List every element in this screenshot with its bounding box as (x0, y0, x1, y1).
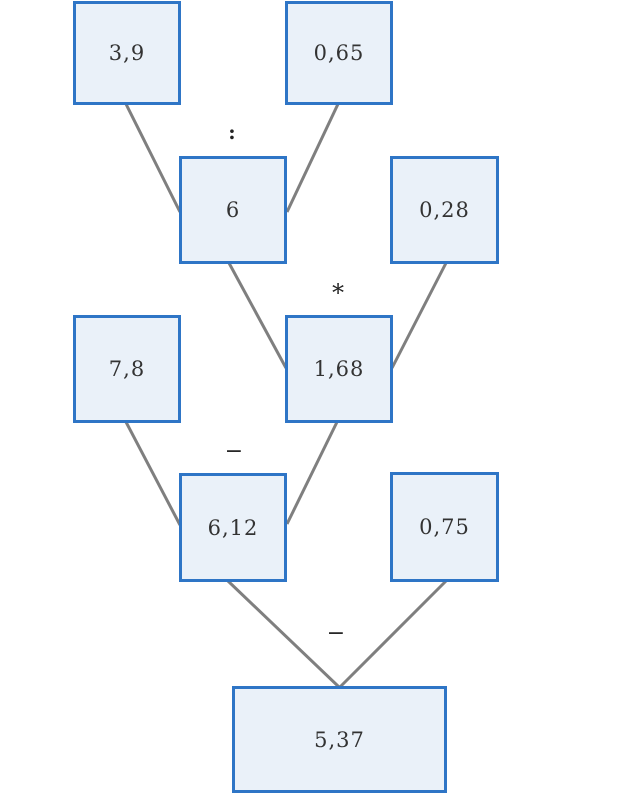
edge-7-8-to-6-12 (124, 421, 182, 526)
node-operand-7-8: 7,8 (73, 315, 181, 423)
edge-0-28-to-1-68 (390, 262, 448, 369)
operator-division-sign: : (228, 120, 236, 144)
edge-0-65-to-6 (285, 103, 340, 213)
edge-6-to-1-68 (227, 262, 288, 369)
edge-3-9-to-6 (124, 103, 182, 213)
edge-0-75-to-5-37 (338, 579, 448, 689)
operator-minus-sign-lower: − (326, 621, 346, 646)
node-result-6-12: 6,12 (179, 473, 287, 582)
edge-1-68-to-6-12 (285, 421, 339, 525)
operator-multiply-sign: ∗ (329, 274, 347, 302)
node-result-6: 6 (179, 156, 287, 264)
node-result-5-37: 5,37 (232, 686, 447, 793)
operator-minus-sign-upper: − (224, 439, 244, 464)
node-operand-3-9: 3,9 (73, 1, 181, 105)
node-result-1-68: 1,68 (285, 315, 393, 423)
node-operand-0-65: 0,65 (285, 1, 393, 105)
edge-6-12-to-5-37 (226, 579, 341, 689)
node-operand-0-75: 0,75 (390, 472, 499, 582)
node-operand-0-28: 0,28 (390, 156, 499, 264)
